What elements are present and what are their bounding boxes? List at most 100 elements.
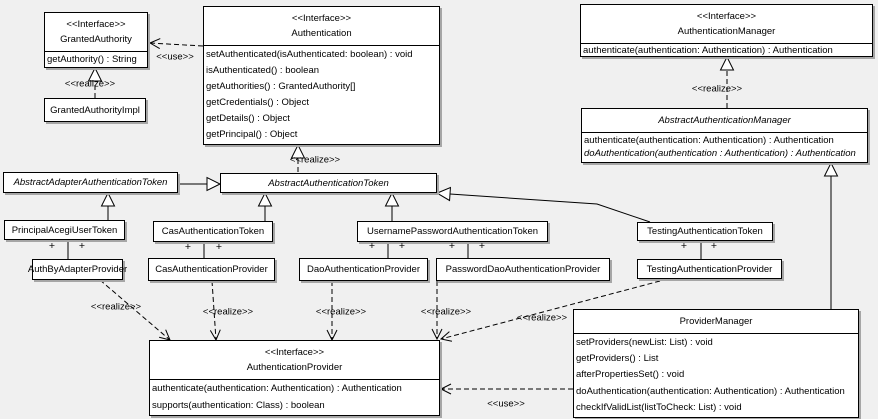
realize-testingauthenticationprovider-to-authenticationprovider-open-arrowhead xyxy=(439,331,453,342)
stereotype-label: <<Interface>> xyxy=(66,19,126,30)
gen-providermanager-to-abstractauthenticationmanager-hollow-triangle-arrowhead xyxy=(823,161,839,177)
association-end-plus-mark: + xyxy=(215,241,223,253)
association-end-plus-mark: + xyxy=(398,240,406,252)
methods-compartment: authenticate(authentication: Authenticat… xyxy=(150,380,439,415)
method-label: getCredentials() : Object xyxy=(206,97,309,108)
class-name: CasAuthenticationProvider xyxy=(155,264,268,275)
edge-stereotype-label: <<realize>> xyxy=(64,78,116,90)
method-label: doAuthentication(authentication : Authen… xyxy=(584,148,856,160)
class-title-compartment: <<Interface>>AuthenticationProvider xyxy=(150,341,439,380)
class-authentication-provider[interactable]: <<Interface>>AuthenticationProvider authe… xyxy=(149,340,440,416)
realize-abstractauthenticationtoken-to-authentication-hollow-triangle-arrowhead xyxy=(290,143,306,159)
class-abstract-authentication-token[interactable]: AbstractAuthenticationToken xyxy=(220,173,437,193)
class-abstract-adapter-authentication-token[interactable]: AbstractAdapterAuthenticationToken xyxy=(3,172,178,193)
realize-casauthenticationprovider-to-authenticationprovider[interactable] xyxy=(211,280,217,341)
method-label: doAuthentication(authentication: Authent… xyxy=(576,385,845,397)
class-title-compartment: <<Interface>>AuthenticationManager xyxy=(581,5,872,44)
class-testing-authentication-provider[interactable]: TestingAuthenticationProvider xyxy=(637,259,782,279)
association-end-plus-mark: + xyxy=(680,240,688,252)
realize-authbyadapterprovider-to-authenticationprovider[interactable] xyxy=(99,279,171,341)
association-end-plus-mark: + xyxy=(448,240,456,252)
association-end-plus-mark: + xyxy=(478,240,486,252)
method-label: setAuthenticated(isAuthenticated: boolea… xyxy=(206,49,413,60)
method-label: authenticate(authentication: Authenticat… xyxy=(583,45,833,56)
edge-stereotype-label: <<realize>> xyxy=(420,306,472,318)
class-testing-authentication-token[interactable]: TestingAuthenticationToken xyxy=(637,222,773,241)
association-end-plus-mark: + xyxy=(368,240,376,252)
class-name: AbstractAuthenticationManager xyxy=(658,115,791,126)
use-authentication-to-grantedauthority[interactable] xyxy=(149,42,204,47)
class-title-compartment: AbstractAdapterAuthenticationToken xyxy=(4,173,177,192)
class-title-compartment: <<Interface>> GrantedAuthority xyxy=(45,13,147,52)
realize-abstractauthenticationmanager-to-authenticationmanager-hollow-triangle-arrowhead xyxy=(719,55,735,71)
class-abstract-authentication-manager[interactable]: AbstractAuthenticationManager authenticat… xyxy=(581,108,868,163)
edge-stereotype-label: <<realize>> xyxy=(315,306,367,318)
method-label: getPrincipal() : Object xyxy=(206,129,298,140)
realize-testingauthenticationprovider-to-authenticationprovider[interactable] xyxy=(440,280,661,340)
class-title-compartment: <<Interface>> Authentication xyxy=(204,7,439,46)
gen-abstractadapterauthenticationtoken-to-abstractauthenticationtoken-hollow-triangle-arrowhead xyxy=(206,176,222,192)
method-label: getProviders() : List xyxy=(576,353,659,365)
methods-compartment: setAuthenticated(isAuthenticated: boolea… xyxy=(204,46,439,144)
gen-usernamepasswordauthenticationtoken-to-abstractauthenticationtoken-hollow-triangle-arrowhead xyxy=(384,191,400,207)
association-end-plus-mark: + xyxy=(48,240,56,252)
methods-compartment: authenticate(authentication: Authenticat… xyxy=(582,133,867,162)
gen-casauthenticationtoken-to-abstractauthenticationtoken-hollow-triangle-arrowhead xyxy=(257,191,273,207)
realize-grantedauthorityimpl-to-grantedauthority-hollow-triangle-arrowhead xyxy=(87,66,103,82)
class-title-compartment: CasAuthenticationProvider xyxy=(149,259,274,280)
class-title-compartment: ProviderManager xyxy=(574,310,858,334)
class-name: AuthenticationManager xyxy=(677,26,776,37)
class-name: Authentication xyxy=(291,28,352,39)
use-authentication-to-grantedauthority-open-arrowhead xyxy=(148,38,161,49)
class-username-password-authentication-token[interactable]: UsernamePasswordAuthenticationToken xyxy=(357,221,548,242)
class-name: ProviderManager xyxy=(679,316,753,327)
class-authentication[interactable]: <<Interface>> Authentication setAuthentica… xyxy=(203,6,440,145)
class-name: TestingAuthenticationProvider xyxy=(646,263,773,275)
class-title-compartment: DaoAuthenticationProvider xyxy=(300,259,427,280)
stereotype-label: <<Interface>> xyxy=(264,347,325,358)
edge-stereotype-label: <<realize>> xyxy=(202,306,254,318)
method-label: getAuthority() : String xyxy=(47,53,137,65)
class-title-compartment: AbstractAuthenticationToken xyxy=(221,174,436,192)
method-label: setProviders(newList: List) : void xyxy=(576,337,713,349)
class-name: AbstractAuthenticationToken xyxy=(268,177,389,189)
methods-compartment: getAuthority() : String xyxy=(45,52,147,67)
class-name: TestingAuthenticationToken xyxy=(647,226,763,237)
edge-stereotype-label: <<use>> xyxy=(487,398,525,410)
class-title-compartment: CasAuthenticationToken xyxy=(154,222,272,241)
association-end-plus-mark: + xyxy=(710,240,718,252)
class-auth-by-adapter-provider[interactable]: AuthByAdapterProvider xyxy=(28,259,127,280)
edge-stereotype-label: <<realize>> xyxy=(691,83,743,95)
method-label: authenticate(authentication: Authenticat… xyxy=(584,134,834,146)
edge-stereotype-label: <<use>> xyxy=(156,51,194,63)
class-principal-acegi-user-token[interactable]: PrincipalAcegiUserToken xyxy=(4,220,125,240)
method-label: isAuthenticated() : boolean xyxy=(206,65,320,76)
class-granted-authority-impl[interactable]: GrantedAuthorityImpl xyxy=(44,98,146,122)
class-title-compartment: TestingAuthenticationToken xyxy=(638,223,772,240)
class-name: CasAuthenticationToken xyxy=(161,226,265,237)
class-name: GrantedAuthority xyxy=(60,34,132,45)
class-provider-manager[interactable]: ProviderManager setProviders(newList: Lis… xyxy=(573,309,859,418)
class-cas-authentication-token[interactable]: CasAuthenticationToken xyxy=(153,221,273,242)
class-title-compartment: TestingAuthenticationProvider xyxy=(638,260,781,278)
method-label: getAuthorities() : GrantedAuthority[] xyxy=(206,81,356,92)
gen-testingauthenticationtoken-to-abstractauthenticationtoken[interactable] xyxy=(449,193,651,223)
gen-testingauthenticationtoken-to-abstractauthenticationtoken-hollow-triangle-arrowhead xyxy=(435,186,451,202)
class-password-dao-authentication-provider[interactable]: PasswordDaoAuthenticationProvider xyxy=(436,258,610,281)
method-label: authenticate(authentication: Authenticat… xyxy=(152,383,402,395)
method-label: afterPropertiesSet() : void xyxy=(576,369,685,381)
class-title-compartment: AuthByAdapterProvider xyxy=(28,260,127,279)
class-title-compartment: PrincipalAcegiUserToken xyxy=(5,221,124,239)
class-name: GrantedAuthorityImpl xyxy=(50,104,140,116)
class-granted-authority[interactable]: <<Interface>> GrantedAuthority getAuthorit… xyxy=(44,12,148,68)
stereotype-label: <<Interface>> xyxy=(291,13,352,24)
association-end-plus-mark: + xyxy=(184,241,192,253)
class-title-compartment: GrantedAuthorityImpl xyxy=(45,99,145,121)
class-title-compartment: AbstractAuthenticationManager xyxy=(582,109,867,133)
class-dao-authentication-provider[interactable]: DaoAuthenticationProvider xyxy=(299,258,428,281)
class-name: PasswordDaoAuthenticationProvider xyxy=(445,264,601,275)
class-cas-authentication-provider[interactable]: CasAuthenticationProvider xyxy=(148,258,275,281)
